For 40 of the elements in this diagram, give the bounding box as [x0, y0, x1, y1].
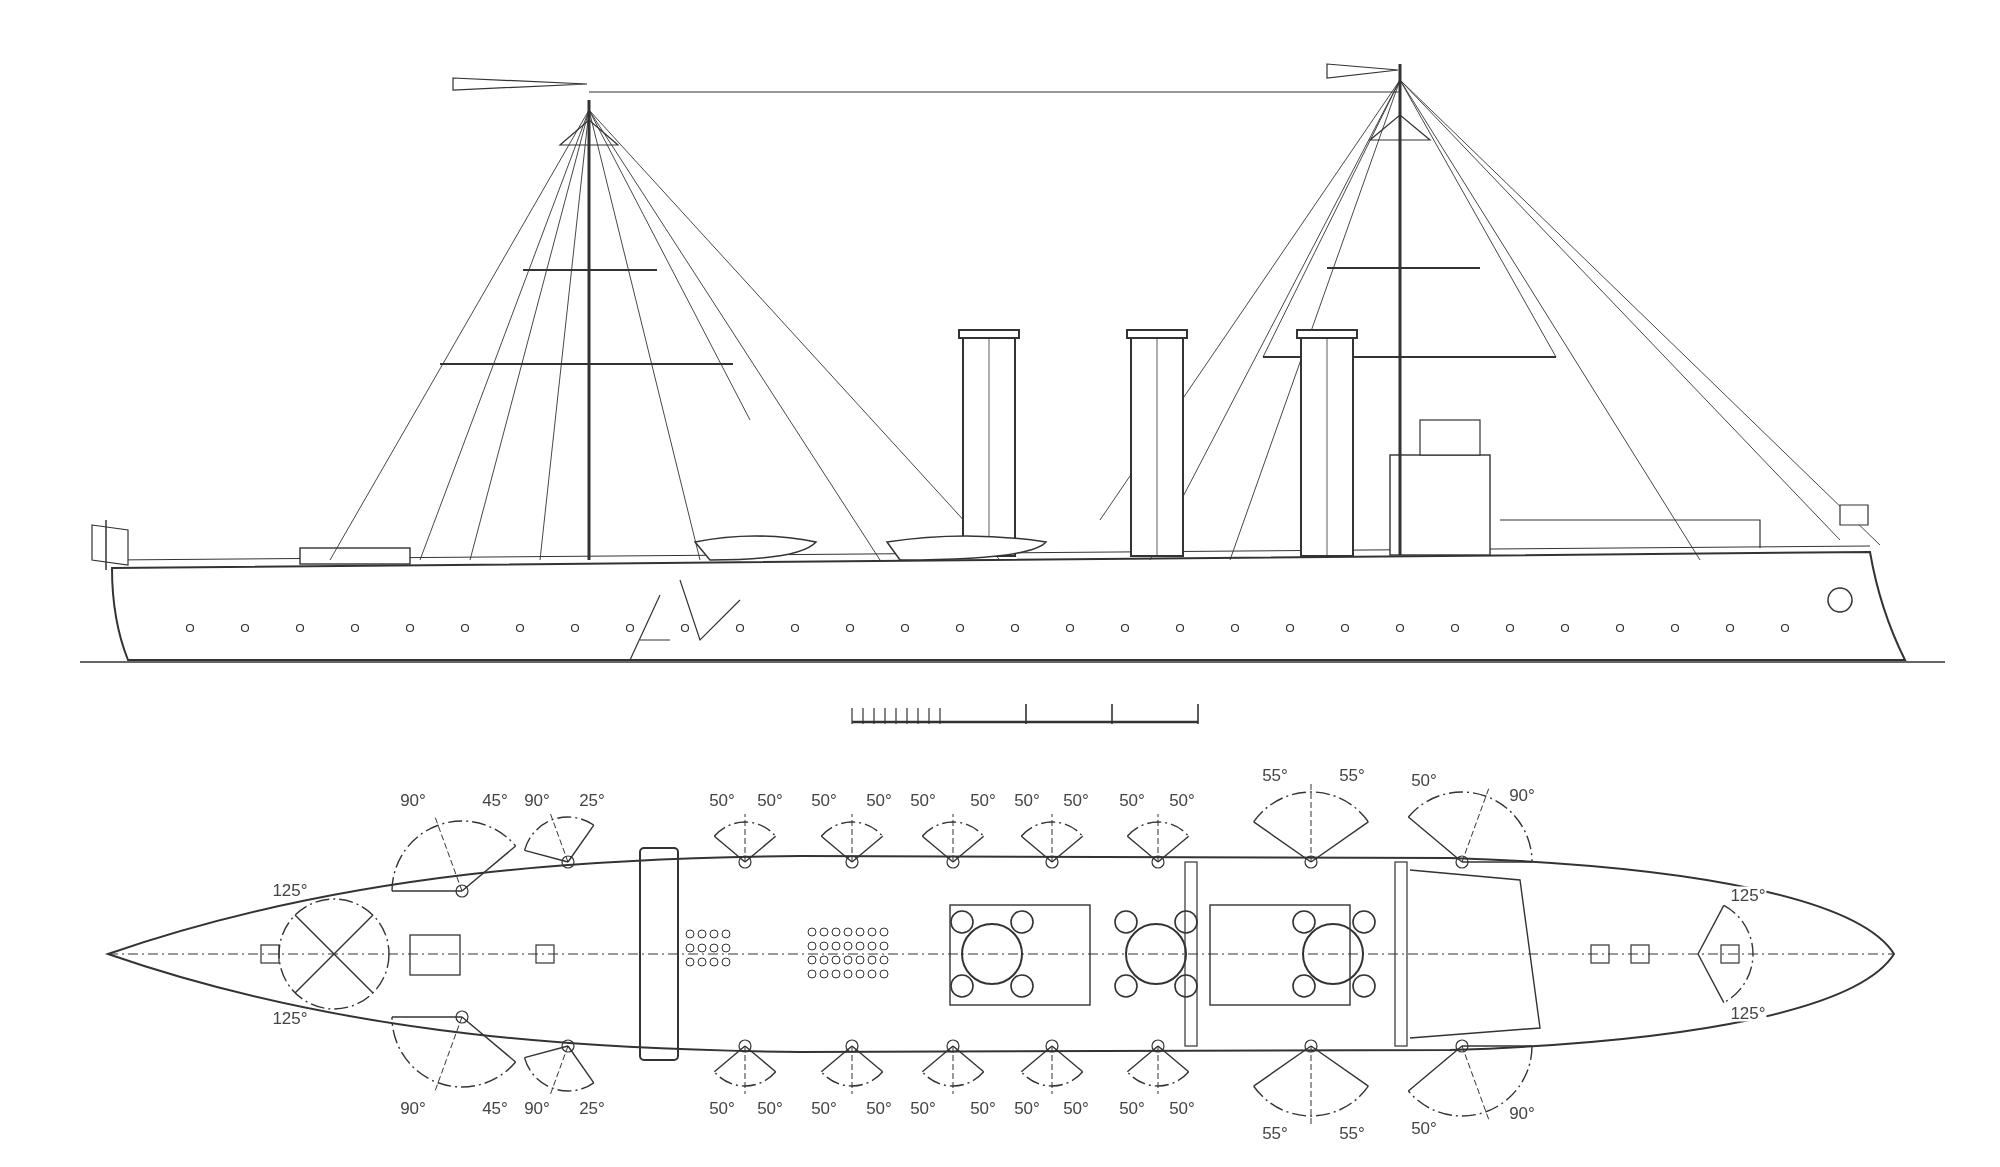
angle-label: 125°: [271, 881, 309, 899]
angle-label: 90°: [1508, 1104, 1536, 1122]
angle-label: 90°: [523, 1099, 551, 1117]
angle-label: 55°: [1261, 1124, 1289, 1142]
angle-label: 50°: [1168, 791, 1196, 809]
angle-label: 55°: [1338, 1124, 1366, 1142]
angle-label: 125°: [1729, 1004, 1767, 1022]
angle-label: 50°: [969, 1099, 997, 1117]
angle-label: 50°: [810, 1099, 838, 1117]
angle-label: 50°: [865, 791, 893, 809]
angle-label: 90°: [399, 1099, 427, 1117]
angle-label: 50°: [1118, 791, 1146, 809]
angle-label: 50°: [1062, 791, 1090, 809]
angle-label: 50°: [909, 791, 937, 809]
angle-label: 50°: [969, 791, 997, 809]
angle-label: 50°: [708, 791, 736, 809]
angle-label: 50°: [1013, 1099, 1041, 1117]
angle-label: 90°: [523, 791, 551, 809]
angle-label: 50°: [909, 1099, 937, 1117]
angle-label: 50°: [708, 1099, 736, 1117]
angle-label: 50°: [756, 791, 784, 809]
angle-label: 45°: [481, 1099, 509, 1117]
angle-label: 50°: [865, 1099, 893, 1117]
angle-label: 50°: [1168, 1099, 1196, 1117]
angle-label: 55°: [1338, 766, 1366, 784]
angle-label: 90°: [1508, 786, 1536, 804]
angle-label: 90°: [399, 791, 427, 809]
angle-label: 55°: [1261, 766, 1289, 784]
angle-label: 50°: [1062, 1099, 1090, 1117]
angle-label: 50°: [1118, 1099, 1146, 1117]
angle-label: 50°: [1013, 791, 1041, 809]
angle-label: 125°: [1729, 886, 1767, 904]
angle-label: 50°: [1410, 1119, 1438, 1137]
angle-label: 45°: [481, 791, 509, 809]
angle-label: 25°: [578, 1099, 606, 1117]
angle-label: 125°: [271, 1009, 309, 1027]
angle-label: 25°: [578, 791, 606, 809]
angle-label: 50°: [1410, 771, 1438, 789]
angle-label: 50°: [756, 1099, 784, 1117]
angle-label: 50°: [810, 791, 838, 809]
